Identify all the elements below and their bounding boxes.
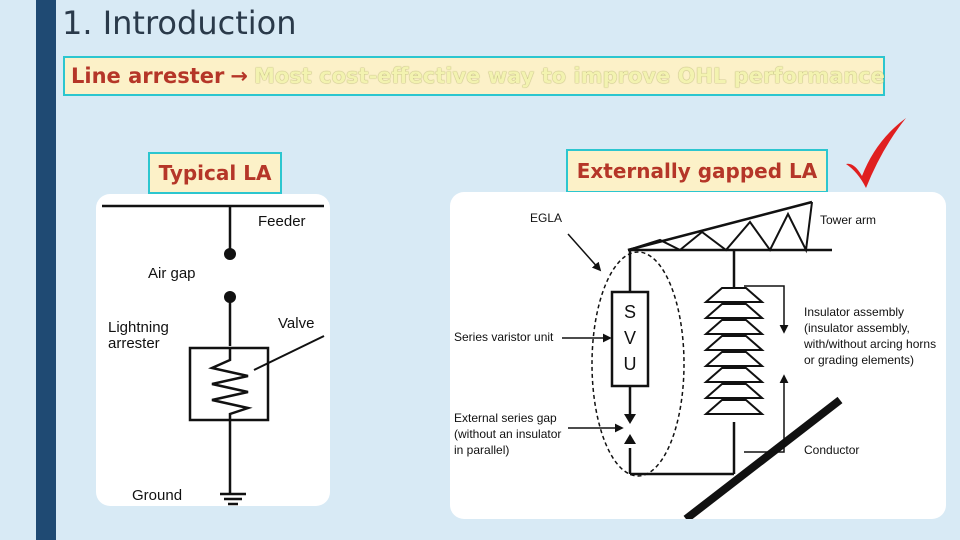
feeder-text: Feeder	[258, 213, 306, 230]
insulator-pointer-top	[744, 285, 789, 334]
valve-resistor	[208, 348, 253, 420]
arrester-text: arrester	[108, 335, 160, 352]
conductor-line	[683, 396, 843, 519]
svu-letter-s: S	[624, 302, 636, 322]
arrow-right-icon: →	[230, 64, 248, 88]
headline-subject: Line arrester	[71, 64, 225, 88]
egla-boundary	[591, 251, 685, 477]
gap-text-3: in parallel)	[454, 443, 509, 457]
egla-pointer	[567, 233, 602, 272]
headline-statement: Most cost-effective way to improve OHL p…	[253, 64, 885, 88]
gap-text-2: (without an insulator	[454, 427, 561, 441]
insulator-pointer-bottom	[744, 374, 789, 453]
conductor-text: Conductor	[804, 443, 859, 457]
valve-pointer	[253, 335, 325, 371]
insulator-stack	[703, 287, 765, 415]
valve-text: Valve	[278, 315, 314, 332]
gap-arrow-down	[624, 414, 636, 424]
slide-title: 1. Introduction	[62, 4, 297, 42]
svu-letter-u: U	[624, 354, 637, 374]
egla-text: EGLA	[530, 211, 562, 225]
tower-arm-text: Tower arm	[820, 213, 876, 227]
tower-arm-top	[627, 200, 813, 252]
checkmark-icon	[846, 118, 906, 188]
lightning-text: Lightning	[108, 319, 169, 336]
insulator-text-2: (insulator assembly,	[804, 321, 910, 335]
series-varistor-text: Series varistor unit	[454, 330, 554, 344]
typical-la-label: Typical LA	[148, 152, 282, 194]
egla-diagram: S V U EGLA Tower arm Series varistor uni…	[450, 192, 946, 519]
air-gap-top-electrode	[224, 248, 236, 260]
insulator-text-1: Insulator assembly	[804, 305, 904, 319]
air-gap-bottom-electrode	[224, 291, 236, 303]
air-gap-text: Air gap	[148, 265, 196, 282]
svu-letter-v: V	[624, 328, 636, 348]
typical-la-diagram: Feeder Air gap Lightning arrester Valve …	[96, 194, 330, 506]
gap-arrow-up	[624, 434, 636, 444]
gap-text-1: External series gap	[454, 411, 557, 425]
tower-arm-truss	[627, 201, 813, 254]
headline-box: Line arrester → Most cost-effective way …	[63, 56, 885, 96]
ground-text: Ground	[132, 487, 182, 504]
insulator-text-4: or grading elements)	[804, 353, 914, 367]
left-accent-bar	[36, 0, 56, 540]
insulator-text-3: with/without arcing horns	[803, 337, 936, 351]
externally-gapped-la-label: Externally gapped LA	[566, 149, 828, 193]
